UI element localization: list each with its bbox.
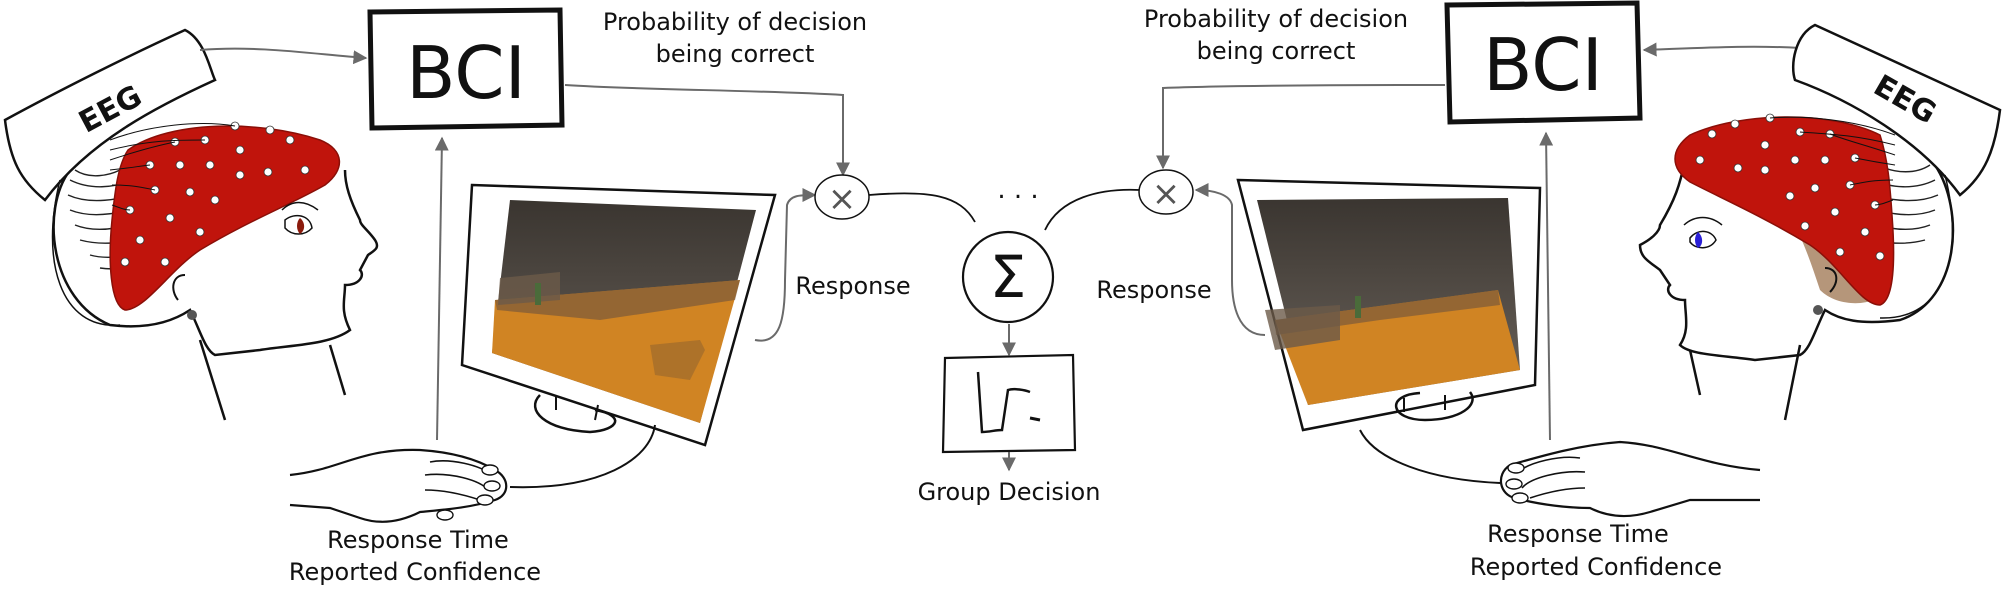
right-bci-output-label-2: being correct: [1197, 37, 1356, 65]
left-response-arrow: [754, 188, 817, 342]
left-bci-label: BCI: [406, 31, 526, 115]
right-participant: EEG: [1638, 23, 2002, 421]
right-hand: [1499, 440, 1761, 518]
left-monitor: [460, 183, 817, 489]
right-multiply-node: ×: [1138, 169, 1194, 215]
right-game-screen: [1257, 198, 1520, 405]
ellipsis: . . .: [997, 175, 1038, 205]
left-multiply-symbol: ×: [828, 179, 857, 219]
right-soldier-sprite: [1355, 296, 1361, 318]
left-eeg-to-bci-arrow: [199, 47, 368, 65]
right-monitor: [1194, 178, 1542, 484]
right-head-outline: [1638, 159, 1955, 362]
step-function-icon: [976, 371, 1031, 434]
left-hand-label-2: Reported Confidence: [289, 558, 541, 586]
right-eeg-band: EEG: [1791, 23, 2002, 197]
right-eeg-to-bci-arrow: [1642, 42, 1801, 57]
threshold-box: [941, 353, 1077, 454]
left-eye: [281, 201, 319, 235]
left-soldier-sprite: [535, 283, 541, 305]
left-participant: EEG: [3, 28, 379, 421]
left-hand-label-1: Response Time: [327, 526, 509, 554]
left-bci-box: BCI: [367, 7, 565, 131]
right-wires: [1769, 116, 1896, 206]
sum-symbol: Σ: [990, 243, 1027, 311]
right-response-arrow: [1194, 183, 1266, 336]
left-eeg-band: EEG: [3, 28, 217, 202]
left-bci-output-label-1: Probability of decision: [603, 8, 867, 36]
right-hand-label-1: Response Time: [1487, 520, 1669, 548]
sum-node: Σ: [961, 230, 1055, 324]
right-bci-box: BCI: [1444, 0, 1643, 125]
left-game-screen: [492, 200, 756, 423]
left-hand-to-bci-arrow: [434, 136, 449, 441]
right-bci-to-multiply-arrow: [1156, 84, 1446, 170]
right-eye: [1683, 216, 1723, 249]
right-multiply-to-sum-line: [1044, 188, 1141, 231]
left-wires: [109, 123, 236, 211]
right-multiply-symbol: ×: [1152, 174, 1181, 214]
right-ear-earring: [1813, 305, 1823, 315]
left-hand: [289, 448, 508, 523]
left-multiply-node: ×: [814, 174, 870, 220]
right-bci-output-label-1: Probability of decision: [1144, 5, 1408, 33]
right-bci-label: BCI: [1483, 23, 1603, 107]
left-bci-output-label-2: being correct: [656, 40, 815, 68]
left-ear-earring: [187, 310, 197, 320]
group-decision-label: Group Decision: [918, 478, 1101, 506]
right-eeg-cap: [1674, 116, 1895, 306]
left-bci-to-multiply-arrow: [564, 84, 850, 177]
right-hand-to-bci-arrow: [1539, 131, 1554, 441]
right-hand-label-2: Reported Confidence: [1470, 553, 1722, 581]
left-response-label: Response: [795, 272, 910, 300]
left-electrodes: [120, 121, 310, 267]
right-response-label: Response: [1096, 276, 1211, 304]
left-multiply-to-sum-line: [868, 192, 976, 223]
